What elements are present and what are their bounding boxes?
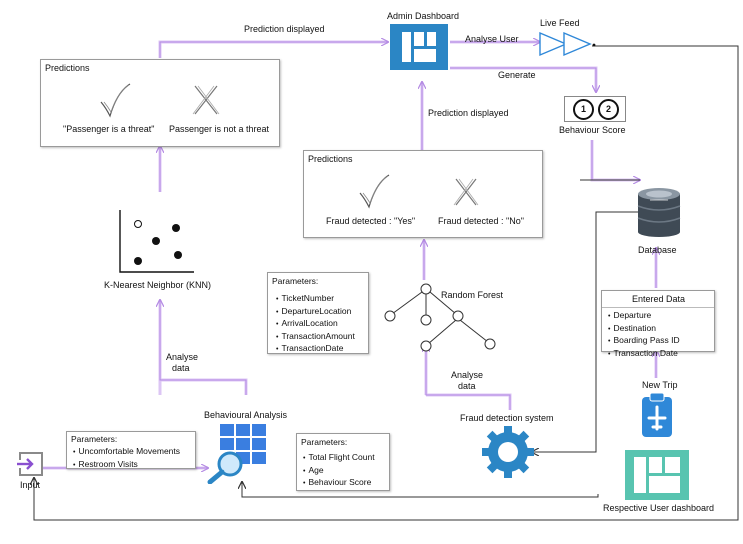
params-rf-item: TransactionDate	[276, 343, 355, 356]
knn-label: K-Nearest Neighbor (KNN)	[104, 280, 212, 290]
database-label: Database	[638, 245, 677, 255]
input-label: Input	[20, 480, 41, 490]
entered-data-box: Entered Data Departure Destination Board…	[601, 290, 715, 358]
behaviour-score-label: Behaviour Score	[559, 125, 626, 135]
params-flight-item: Behaviour Score	[303, 477, 375, 490]
params-flight-title: Parameters:	[301, 437, 348, 447]
prediction-knn-yes: "Passenger is a threat"	[63, 124, 155, 134]
params-flight-item: Total Flight Count	[303, 452, 374, 465]
edge-livefeed-loop	[34, 45, 739, 521]
entered-data-item: Departure	[608, 310, 680, 323]
entered-data-item: Boarding Pass ID	[608, 335, 679, 348]
prediction-rf-yes: Fraud detected : "Yes"	[326, 216, 416, 226]
params-rf-title: Parameters:	[272, 276, 319, 286]
boarding-pass-icon[interactable]	[641, 393, 673, 439]
prediction-rf-no: Fraud detected : "No"	[438, 216, 524, 226]
entered-data-title: Entered Data	[632, 294, 686, 304]
edge-fraud-to-rf-b	[426, 393, 512, 410]
params-rf-item: TicketNumber	[276, 293, 355, 306]
cross-icon-rf	[453, 178, 479, 206]
input-icon[interactable]	[16, 451, 44, 479]
params-rf-list: TicketNumber DepartureLocation ArrivalLo…	[276, 293, 355, 356]
edge-label-prediction-top: Prediction displayed	[244, 24, 325, 34]
params-behaviour-box: Parameters: Uncomfortable Movements Rest…	[66, 431, 196, 469]
analyse-data-right-2: data	[458, 381, 476, 391]
random-forest-label: Random Forest	[441, 290, 504, 300]
edge-db-to-fraud	[532, 211, 640, 452]
score-digit-1: 1	[573, 99, 594, 120]
behavioural-analysis-icon[interactable]	[206, 422, 272, 484]
admin-dashboard-icon[interactable]	[390, 24, 448, 70]
analyse-data-left-1: Analyse	[166, 352, 199, 362]
checkmark-icon-rf	[359, 174, 390, 209]
analyse-data-left-2: data	[172, 363, 190, 373]
predictions-knn-title: Predictions	[45, 63, 90, 73]
knn-scatter-icon	[119, 210, 194, 273]
behaviour-score-box: 1 2	[564, 96, 626, 122]
predictions-knn-box: Predictions "Passenger is a threat" Pass…	[40, 59, 280, 147]
admin-dashboard-label: Admin Dashboard	[387, 11, 460, 21]
params-flight-box: Parameters: Total Flight Count Age Behav…	[296, 433, 390, 491]
user-dashboard-label: Respective User dashboard	[603, 503, 715, 513]
gear-icon[interactable]	[480, 424, 536, 480]
entered-data-divider	[602, 307, 714, 308]
live-feed-icon[interactable]	[538, 31, 596, 57]
params-rf-item: DepartureLocation	[276, 306, 355, 319]
user-dashboard-icon[interactable]	[625, 450, 689, 500]
predictions-rf-title: Predictions	[308, 154, 353, 164]
fraud-detection-label: Fraud detection system	[460, 413, 554, 423]
new-trip-label: New Trip	[642, 380, 678, 390]
entered-data-item: Transaction Date	[608, 348, 680, 361]
cross-icon	[192, 85, 220, 115]
params-behaviour-title: Parameters:	[71, 434, 118, 444]
params-rf-item: TransactionAmount	[276, 331, 354, 344]
edge-label-generate: Generate	[498, 70, 536, 80]
checkmark-icon	[100, 83, 131, 118]
database-icon[interactable]	[636, 186, 682, 238]
analyse-data-right-1: Analyse	[451, 370, 484, 380]
entered-data-list: Departure Destination Boarding Pass ID T…	[608, 310, 680, 361]
prediction-knn-no: Passenger is not a threat	[169, 124, 270, 134]
random-forest-icon	[384, 283, 496, 352]
params-flight-list: Total Flight Count Age Behaviour Score	[303, 452, 375, 490]
params-rf-box: Parameters: TicketNumber DepartureLocati…	[267, 272, 369, 354]
params-rf-item: ArrivalLocation	[276, 318, 355, 331]
edge-analysis-to-knn-b	[160, 378, 248, 395]
params-behaviour-list: Uncomfortable Movements Restroom Visits	[73, 446, 180, 471]
live-feed-label: Live Feed	[540, 18, 580, 28]
entered-data-item: Destination	[608, 323, 680, 336]
edge-behaviour-score-to-db	[590, 140, 640, 182]
score-digit-2: 2	[598, 99, 619, 120]
edge-userdash-to-analysis	[242, 482, 599, 498]
params-flight-item: Age	[303, 465, 375, 478]
params-behaviour-item: Uncomfortable Movements	[73, 446, 180, 459]
predictions-rf-box: Predictions Fraud detected : "Yes" Fraud…	[303, 150, 543, 238]
edge-label-prediction-mid: Prediction displayed	[428, 108, 509, 118]
params-behaviour-item: Restroom Visits	[73, 459, 180, 472]
edge-knn-pred-to-admin	[158, 40, 388, 58]
edge-label-analyse-user: Analyse User	[465, 34, 519, 44]
behavioural-analysis-label: Behavioural Analysis	[204, 410, 288, 420]
